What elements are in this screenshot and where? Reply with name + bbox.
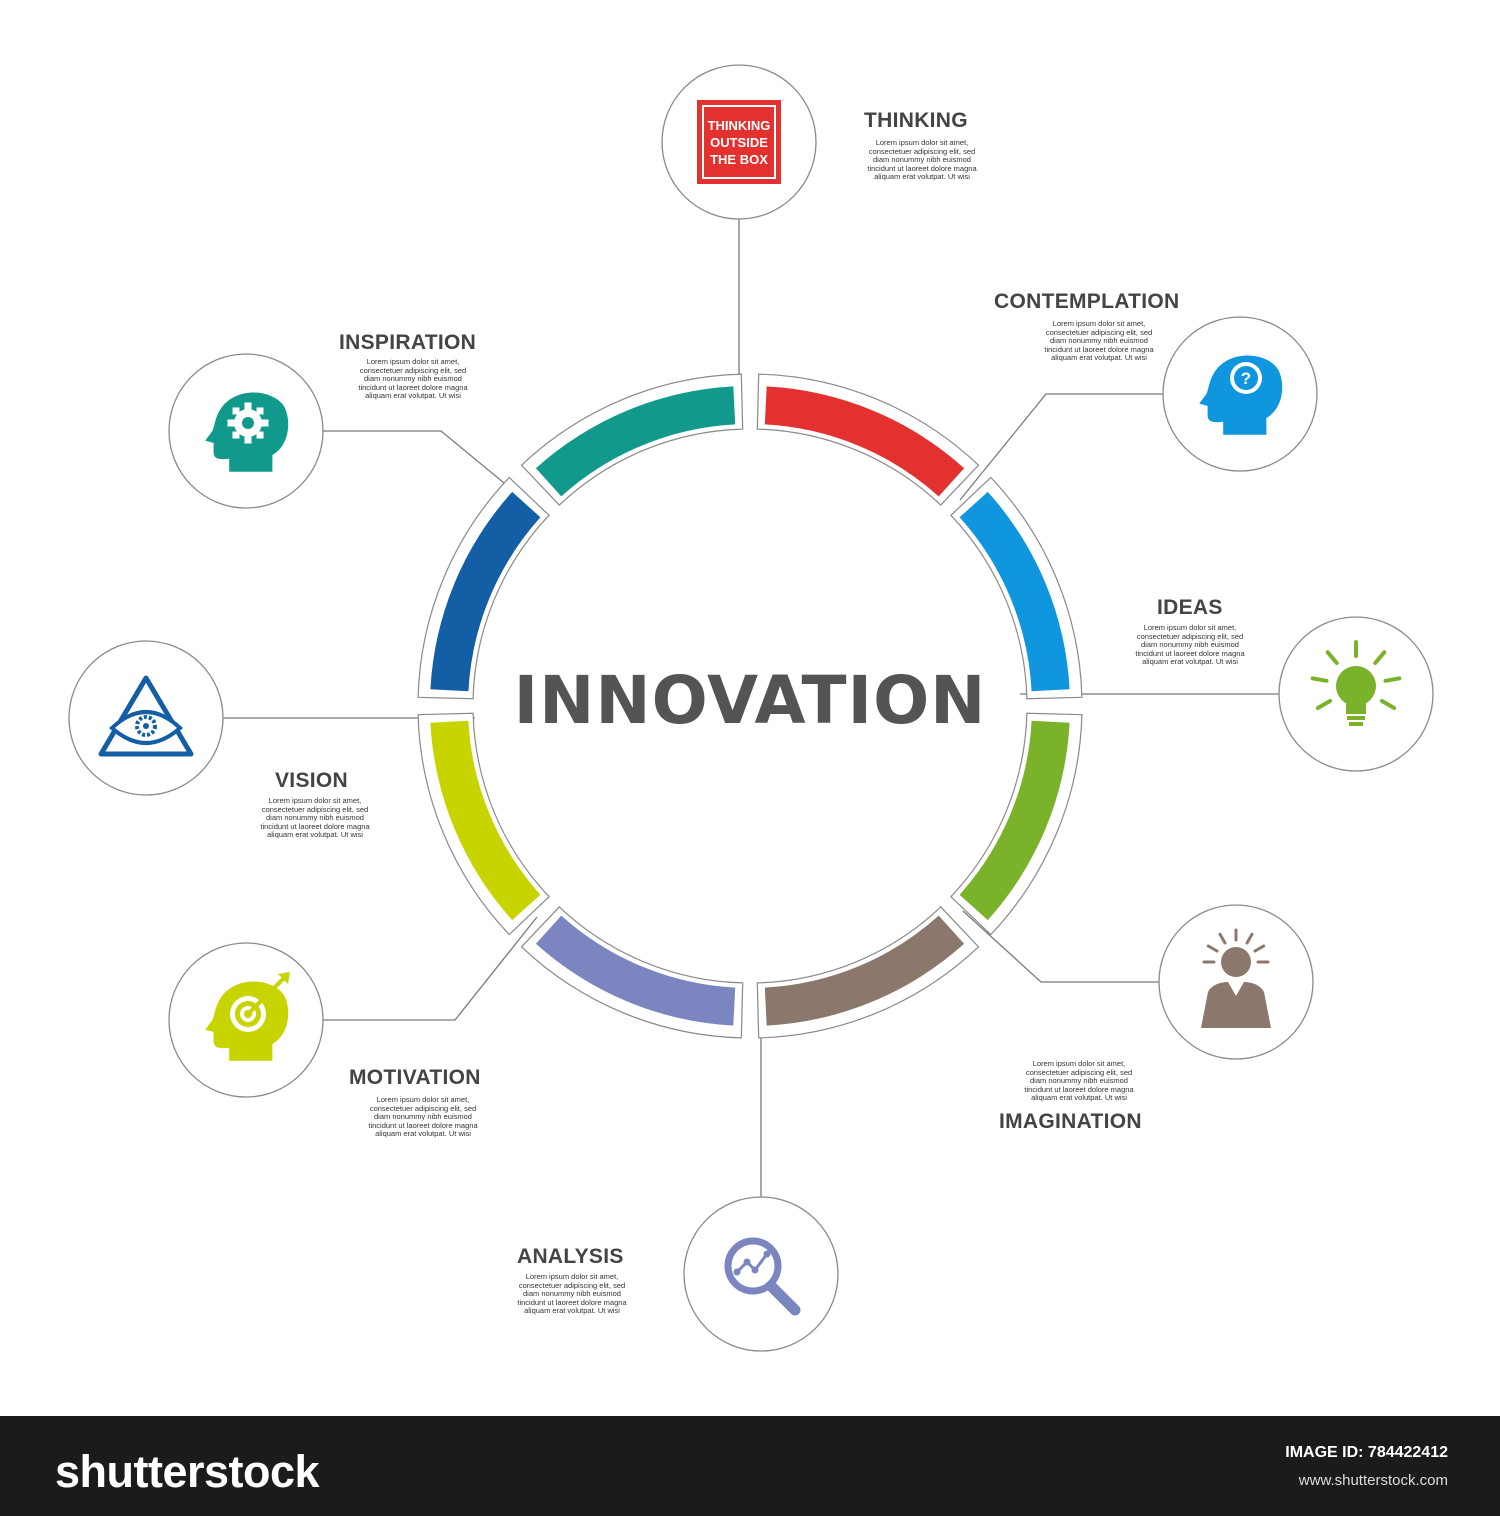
connector-imagination — [962, 910, 1159, 983]
node-desc-vision: Lorem ipsum dolor sit amet, consectetuer… — [260, 796, 370, 840]
connector-inspiration — [323, 430, 516, 493]
node-title-motivation: MOTIVATION — [349, 1066, 481, 1089]
node-circles: THINKING OUTSIDE THE BOX? — [68, 64, 1434, 1352]
icon-caption-line: THE BOX — [710, 152, 768, 167]
ring-segment-thinking — [764, 386, 965, 497]
footer-bar: shutterstock IMAGE ID: 784422412 www.shu… — [0, 1416, 1500, 1516]
gear-head-icon — [205, 392, 289, 472]
node-desc-motivation: Lorem ipsum dolor sit amet, consectetuer… — [368, 1095, 478, 1139]
eye-triangle-icon — [98, 675, 194, 757]
ring-segment-motivation — [430, 720, 541, 921]
lightbulb-icon — [1310, 640, 1402, 726]
thinking-outside-the-box-icon: THINKING OUTSIDE THE BOX — [697, 100, 781, 184]
node-title-inspiration: INSPIRATION — [339, 331, 477, 354]
site-url: www.shutterstock.com — [1298, 1472, 1448, 1489]
svg-text:?: ? — [1241, 369, 1251, 388]
ring-segment-analysis — [535, 915, 736, 1026]
question-head-icon: ? — [1199, 355, 1283, 435]
node-title-imagination: IMAGINATION — [999, 1110, 1142, 1133]
connector-motivation — [323, 916, 538, 1021]
ring-segment-ideas — [959, 720, 1070, 921]
node-desc-ideas: Lorem ipsum dolor sit amet, consectetuer… — [1135, 623, 1245, 667]
ring-segments — [417, 373, 1083, 1039]
node-desc-thinking: Lorem ipsum dolor sit amet, consectetuer… — [867, 138, 977, 182]
icon-caption-line: THINKING — [708, 118, 771, 133]
ring-segment-inspiration — [535, 386, 736, 497]
ring-segment-contemplation — [959, 491, 1070, 692]
brand-logo: shutterstock — [55, 1446, 320, 1497]
node-title-contemplation: CONTEMPLATION — [994, 290, 1180, 313]
ring-segment-imagination — [764, 915, 965, 1026]
icon-caption-line: OUTSIDE — [710, 135, 768, 150]
node-circle-imagination — [1158, 904, 1314, 1060]
node-title-analysis: ANALYSIS — [517, 1245, 624, 1268]
image-id-label: IMAGE ID: 784422412 — [1285, 1444, 1448, 1461]
target-head-icon — [205, 972, 290, 1061]
diagram-title: INNOVATION — [513, 662, 987, 739]
node-desc-inspiration: Lorem ipsum dolor sit amet, consectetuer… — [358, 357, 468, 401]
node-desc-contemplation: Lorem ipsum dolor sit amet, consectetuer… — [1044, 319, 1154, 363]
connector-contemplation — [959, 393, 1163, 501]
node-title-vision: VISION — [275, 769, 348, 792]
thinking-person-icon — [1201, 928, 1271, 1028]
node-circle-analysis — [683, 1196, 839, 1352]
node-title-ideas: IDEAS — [1157, 596, 1223, 619]
node-desc-analysis: Lorem ipsum dolor sit amet, consectetuer… — [517, 1272, 627, 1316]
magnifier-chart-icon — [724, 1237, 801, 1316]
ring-segment-vision — [430, 491, 541, 692]
node-title-thinking: THINKING — [864, 109, 968, 132]
node-desc-imagination: Lorem ipsum dolor sit amet, consectetuer… — [1024, 1059, 1134, 1103]
